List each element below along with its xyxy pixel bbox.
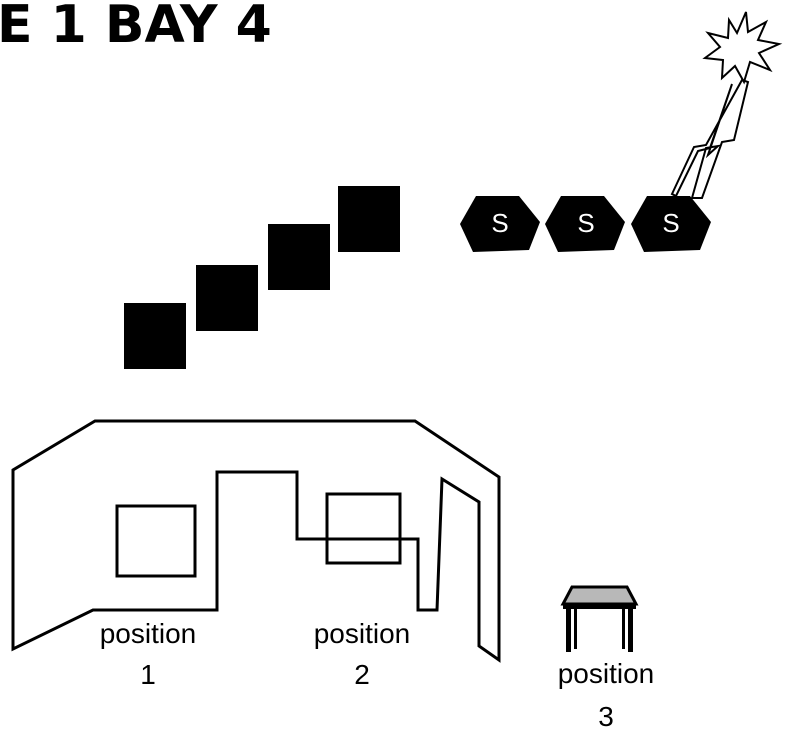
box-icon (268, 224, 330, 290)
s-label: S (491, 208, 508, 238)
box-icon (196, 265, 258, 331)
position-1-label: position (100, 618, 197, 649)
s-heptagon-icon: S (460, 196, 540, 252)
box-icon (338, 186, 400, 252)
diagram-title: E 1 BAY 4 (0, 0, 272, 55)
position-2-number: 2 (354, 659, 370, 690)
s-heptagon-icon: S (631, 196, 711, 252)
position-3-label: position (558, 658, 655, 689)
booth-outline (11, 419, 501, 663)
s-label: S (577, 208, 594, 238)
s-shape-group: S S S (460, 196, 711, 252)
box-icon (124, 303, 186, 369)
s-label: S (662, 208, 679, 238)
booth-structure (11, 419, 501, 663)
window-right (325, 492, 402, 565)
position-1-number: 1 (140, 659, 156, 690)
position-2-label: position (314, 618, 411, 649)
explosion-icon (702, 11, 783, 85)
lightning-bolt-icon (670, 78, 750, 199)
s-heptagon-icon: S (545, 196, 625, 252)
window-left (115, 504, 197, 578)
box-stack (124, 186, 400, 369)
position-3-number: 3 (598, 701, 614, 732)
table-icon (560, 585, 639, 652)
